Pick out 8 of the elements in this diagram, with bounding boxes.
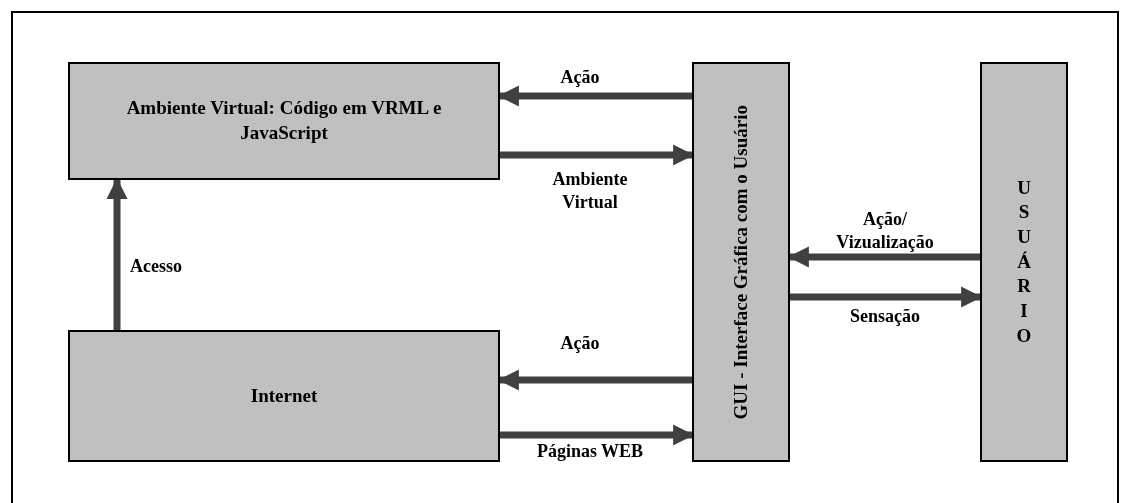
process-box	[68, 330, 500, 462]
node-label: USUÁRIO	[1015, 175, 1033, 348]
vertical-box	[980, 62, 1068, 462]
node-label: Internet	[250, 383, 318, 408]
node-label: Ambiente Virtual: Código em VRML e JavaScript	[125, 96, 443, 145]
vertical-box	[692, 62, 790, 462]
node-label: GUI - Interface Gráfica com o Usuário	[728, 104, 752, 420]
process-box	[68, 62, 500, 180]
